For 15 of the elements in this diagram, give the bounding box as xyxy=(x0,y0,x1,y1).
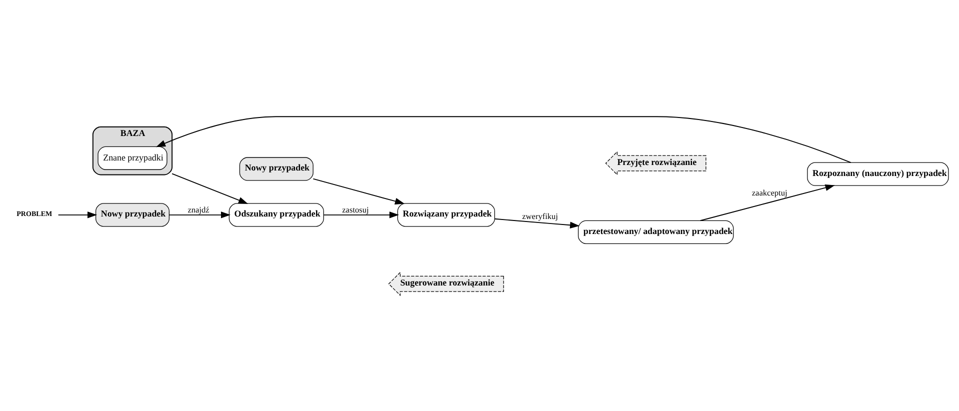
node-box: Znane przypadki xyxy=(97,146,167,170)
arrow xyxy=(312,178,404,204)
node-box: Nowy przypadek xyxy=(94,202,169,226)
node-box: Rozwiązany przypadek xyxy=(396,202,494,226)
node-box: Rozpoznany (nauczony) przypadek xyxy=(806,162,948,186)
arrow xyxy=(322,211,398,218)
node-box: przetestowany/ adaptowany przypadek xyxy=(577,220,734,244)
arrow xyxy=(171,172,248,204)
arrow xyxy=(494,218,580,228)
arrow xyxy=(155,116,851,163)
arrow xyxy=(168,211,230,218)
arrow xyxy=(699,184,834,221)
arrow xyxy=(57,211,97,218)
node-box: Odszukany przypadek xyxy=(228,202,324,226)
node-box: Nowy przypadek xyxy=(238,156,313,180)
